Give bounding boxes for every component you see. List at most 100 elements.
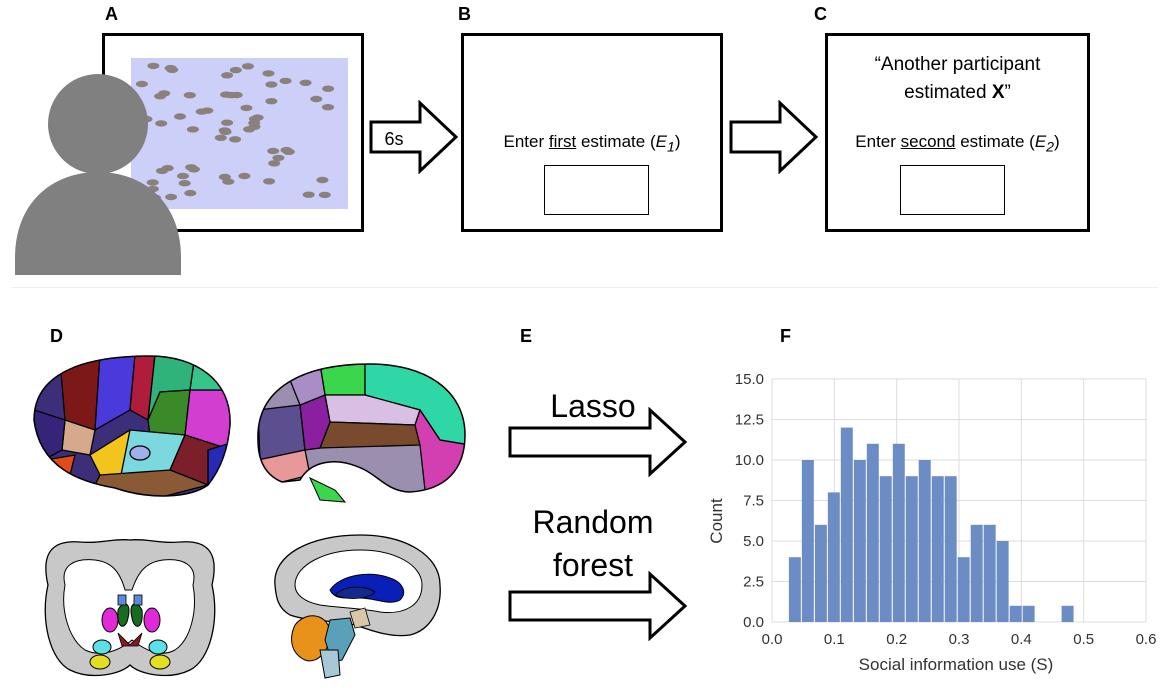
lateral-outline [33,355,231,497]
histogram-bars [788,427,1074,622]
animal-dot [146,179,159,186]
prompt-suffix: estimate ( [955,132,1035,151]
histogram-bar [892,443,905,622]
animal-dot [240,104,253,112]
x-tick-label: 0.0 [762,631,783,648]
animal-dot [156,167,168,175]
medial-outline [257,363,466,493]
histogram-bar [866,443,879,622]
animal-dot [222,178,235,185]
social-info-line2: estimated X” [828,82,1087,104]
histogram-bar [918,460,931,622]
y-tick-label: 5.0 [743,533,764,550]
random-forest-arrow [508,570,688,642]
section-divider [12,287,1158,288]
participant-body [15,172,181,275]
animal-dot [221,119,234,126]
animal-dot [267,147,280,155]
estimate-variable: E [1034,132,1047,151]
animal-dot [248,123,261,130]
panel-label-f: F [780,326,791,346]
histogram-bar [944,476,957,622]
animal-dot [195,108,208,115]
animal-dot [265,98,278,105]
animal-dot [238,172,251,180]
animal-dot [185,164,198,171]
quote-prefix: estimated [904,82,992,103]
participant-avatar [15,74,181,275]
stimulus-field [131,58,348,209]
quote-close: ” [1004,82,1011,103]
histogram-bar [840,427,853,622]
animal-dot [310,95,323,103]
animal-dot [229,136,242,143]
x-tick-label: 0.6 [1136,631,1157,648]
animal-dot [302,191,315,198]
x-tick-label: 0.3 [949,631,970,648]
histogram-bar [931,476,944,622]
lasso-label: Lasso [550,388,635,424]
animal-dot [155,120,168,127]
coronal-section [44,538,216,677]
histogram-bar [1061,605,1074,622]
animal-dot [265,81,278,88]
histogram-bar [970,524,983,622]
animal-dot [262,70,275,77]
first-estimate-prompt: Enter first estimate (E1) [464,132,720,155]
arrow-shape [369,100,459,174]
animal-dots [132,62,335,201]
animal-dot [272,154,285,162]
histogram-bar [905,476,918,622]
x-tick-label: 0.5 [1073,631,1094,648]
prompt-prefix: Enter [855,132,901,151]
estimate-variable: E [655,132,667,151]
social-info-line1: “Another participant [874,54,1041,75]
histogram-bar [957,557,970,622]
panel-label-c: C [814,4,827,24]
animal-dot [322,85,335,92]
quote-bold-x: X [991,82,1005,103]
medial-fragment [308,476,347,503]
random-forest-label-line1: Random [533,504,654,540]
panel-label-a: A [105,4,118,24]
panel-label-e: E [520,326,533,346]
histogram-bar [1022,605,1035,622]
animal-dot [225,91,238,99]
participant-head [48,74,148,174]
animal-dot [165,193,178,201]
animal-dot [263,178,276,185]
prompt-close: ) [1054,132,1060,151]
stimulus-illustration [15,58,348,275]
second-estimate-prompt: Enter second estimate (E2) [828,132,1087,155]
y-tick-label: 15.0 [735,371,764,388]
histogram-bar [853,460,866,622]
histogram-bar [1009,605,1022,622]
animal-dot [164,64,177,72]
animal-dot [280,146,293,154]
animal-dot [279,77,292,85]
animal-dot [135,80,148,88]
histogram-bar [879,476,892,622]
x-tick-label: 0.2 [886,631,907,648]
animal-dot [184,189,197,197]
histogram-bar [814,524,827,622]
animal-dot [322,104,334,111]
estimate-subscript: 1 [666,139,675,156]
prompt-close: ) [674,132,681,151]
animal-dot [251,114,264,121]
y-axis-label: Count [707,498,726,544]
first-estimate-input[interactable] [544,165,649,215]
lasso-arrow [508,406,688,478]
animal-dot [241,63,254,70]
animal-dot [177,172,189,180]
x-tick-label: 0.4 [1011,631,1032,648]
y-tick-label: 12.5 [735,412,764,429]
sagittal-section [274,534,441,679]
arrow-shape [729,100,819,174]
random-forest-label-line2: forest [553,547,633,583]
histogram-bar [827,492,840,622]
animal-dot [229,66,242,74]
second-estimate-input[interactable] [900,165,1005,215]
y-tick-label: 7.5 [743,493,764,510]
